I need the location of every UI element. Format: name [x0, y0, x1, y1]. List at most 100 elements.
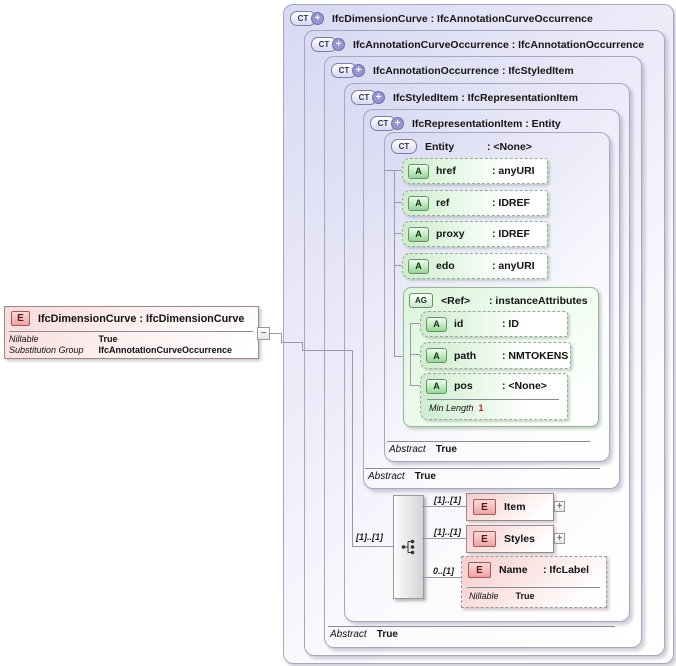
expand-derivation-icon[interactable]: +	[332, 38, 345, 51]
complextype-icon: CT	[391, 139, 417, 154]
attribute-name: id	[454, 318, 464, 330]
element-name: Name	[499, 564, 528, 576]
sequence-icon	[401, 539, 417, 555]
abstract-facet-ifcannotationoccurrence: Abstract True	[330, 629, 398, 640]
cardinality-name: 0..[1]	[433, 566, 455, 576]
connector	[281, 342, 302, 343]
attribute-name: proxy	[436, 228, 465, 240]
expand-styles-icon[interactable]: +	[554, 533, 565, 544]
expand-derivation-icon[interactable]: +	[372, 91, 385, 104]
ct-header: CT+ IfcAnnotationOccurrence : IfcStyledI…	[325, 57, 641, 78]
attribute-icon: A	[408, 258, 429, 274]
attribute-group-type: : instanceAttributes	[489, 294, 588, 307]
attribute-edo[interactable]: A edo : anyURI	[402, 253, 548, 279]
collapse-icon[interactable]: −	[257, 327, 270, 340]
connector	[394, 356, 404, 357]
attribute-icon: A	[408, 226, 429, 242]
ct-header: CT+ IfcAnnotationCurveOccurrence : IfcAn…	[305, 31, 664, 52]
element-name-optional[interactable]: E Name : IfcLabel Nillable True	[461, 556, 607, 608]
element-styles[interactable]: E Styles	[466, 525, 554, 553]
facet-separator	[328, 626, 615, 627]
ct-header: CT+ IfcDimensionCurve : IfcAnnotationCur…	[284, 5, 673, 26]
nillable-facet: Nillable True	[469, 591, 535, 601]
connector	[422, 577, 461, 578]
attribute-type: : anyURI	[492, 260, 535, 272]
ct-title: IfcAnnotationOccurrence : IfcStyledItem	[373, 64, 574, 77]
connector	[394, 202, 403, 203]
ct-header: CT Entity : <None>	[385, 133, 609, 154]
element-type: : IfcLabel	[543, 564, 590, 576]
expand-derivation-icon[interactable]: +	[391, 117, 404, 130]
element-name: Item	[504, 501, 526, 513]
connector	[422, 538, 466, 539]
element-name: Styles	[504, 533, 535, 545]
connector	[281, 333, 282, 343]
connector	[394, 170, 395, 357]
attribute-id[interactable]: A id : ID	[420, 311, 568, 337]
cardinality-item: [1]..[1]	[434, 495, 461, 505]
attribute-ref[interactable]: A ref : IDREF	[402, 190, 548, 216]
connector	[410, 385, 420, 386]
attribute-path[interactable]: A path : NMTOKENS	[420, 342, 571, 369]
connector	[270, 333, 281, 334]
connector	[394, 265, 403, 266]
attributegroup-icon: AG	[409, 293, 433, 308]
attribute-type: : IDREF	[492, 228, 530, 240]
attribute-type: : <None>	[502, 380, 547, 392]
connector	[410, 323, 420, 324]
sequence-compositor[interactable]	[393, 495, 424, 599]
element-icon: E	[473, 531, 496, 547]
attribute-icon: A	[408, 195, 429, 211]
attribute-icon: A	[426, 316, 447, 332]
connector	[384, 170, 403, 171]
connector	[410, 354, 420, 355]
attribute-pos[interactable]: A pos : <None> Min Length 1	[420, 373, 568, 420]
attribute-name: href	[436, 165, 456, 177]
attribute-icon: A	[426, 378, 447, 394]
substitution-group-facet: Substitution Group IfcAnnotationCurveOcc…	[9, 345, 233, 355]
attribute-group-header: AG <Ref> : instanceAttributes	[404, 288, 598, 308]
attribute-type: : NMTOKENS	[502, 349, 569, 362]
attribute-name: ref	[436, 197, 450, 209]
attribute-icon: A	[408, 163, 429, 179]
minlength-facet: Min Length 1	[429, 403, 484, 413]
ct-title: IfcRepresentationItem : Entity	[412, 117, 561, 130]
connector	[422, 506, 466, 507]
attribute-type: : anyURI	[492, 165, 535, 177]
connector	[302, 350, 352, 351]
facet-separator	[387, 441, 590, 442]
expand-item-icon[interactable]: +	[554, 501, 565, 512]
expand-derivation-icon[interactable]: +	[311, 12, 324, 25]
connector	[352, 546, 393, 547]
attribute-proxy[interactable]: A proxy : IDREF	[402, 221, 548, 247]
connector	[352, 350, 353, 547]
abstract-facet-ifcrepresentationitem: Abstract True	[368, 471, 436, 482]
abstract-facet-entity: Abstract True	[389, 444, 457, 455]
element-icon: E	[11, 311, 30, 326]
facet-separator	[365, 468, 600, 469]
connector	[302, 342, 303, 351]
element-title: IfcDimensionCurve : IfcDimensionCurve	[38, 312, 245, 325]
global-element-ifcdimensioncurve[interactable]: E IfcDimensionCurve : IfcDimensionCurve …	[4, 306, 259, 359]
attribute-group-name: <Ref>	[441, 294, 471, 307]
complextype-icon: CT	[311, 37, 337, 52]
nillable-facet: Nillable True	[9, 334, 118, 344]
complextype-icon: CT	[331, 63, 357, 78]
attribute-name: pos	[454, 380, 473, 392]
attribute-name: edo	[436, 260, 455, 272]
attribute-href[interactable]: A href : anyURI	[402, 158, 548, 184]
ct-header: CT+ IfcRepresentationItem : Entity	[364, 110, 619, 131]
ct-header: CT+ IfcStyledItem : IfcRepresentationIte…	[345, 84, 629, 105]
ct-title: IfcAnnotationCurveOccurrence : IfcAnnota…	[353, 38, 645, 51]
element-icon: E	[468, 562, 491, 578]
expand-derivation-icon[interactable]: +	[352, 64, 365, 77]
ct-title: IfcDimensionCurve : IfcAnnotationCurveOc…	[332, 12, 593, 25]
attribute-name: path	[454, 349, 477, 362]
element-item[interactable]: E Item	[466, 493, 554, 521]
ct-name: Entity	[425, 140, 455, 153]
attribute-type: : ID	[502, 318, 519, 330]
attribute-icon: A	[426, 348, 447, 363]
cardinality-sequence: [1]..[1]	[356, 532, 383, 542]
ct-title: IfcStyledItem : IfcRepresentationItem	[393, 91, 578, 104]
